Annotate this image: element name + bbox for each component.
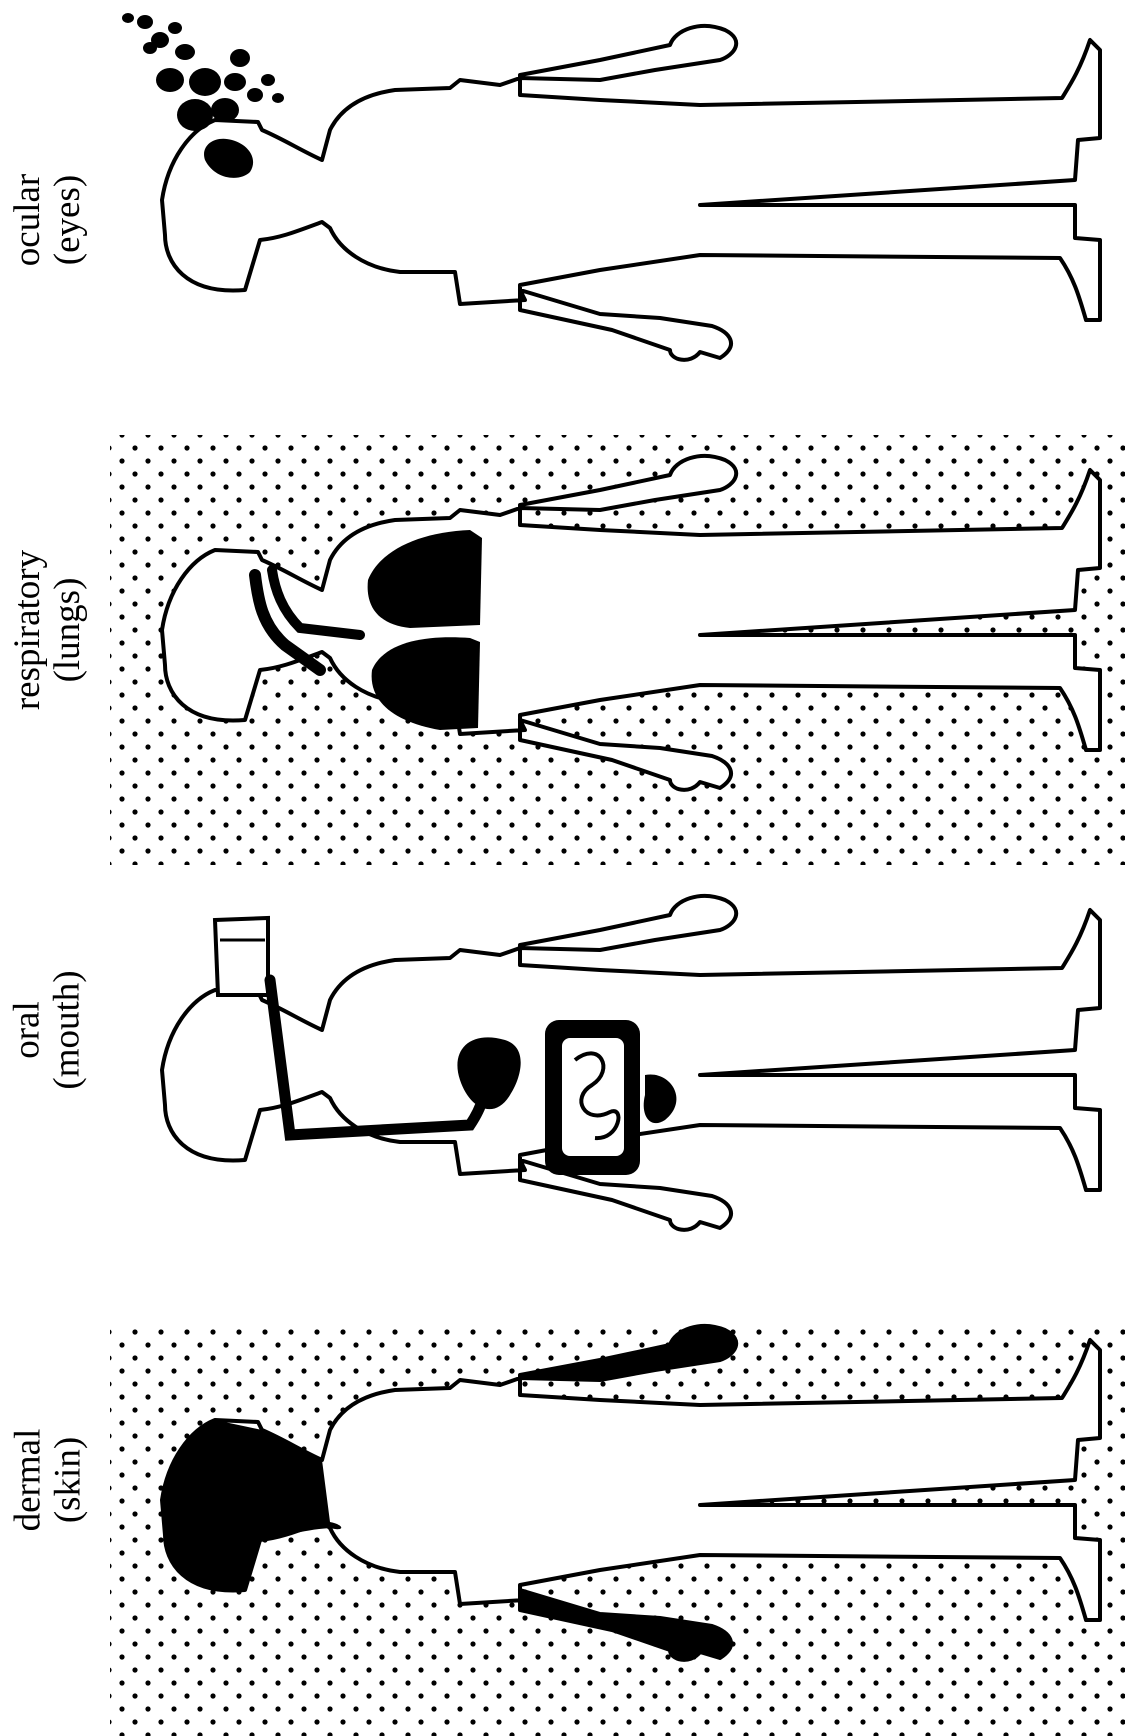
figure-ocular bbox=[122, 13, 1100, 360]
figure-oral bbox=[162, 896, 1100, 1230]
cup bbox=[215, 918, 268, 995]
